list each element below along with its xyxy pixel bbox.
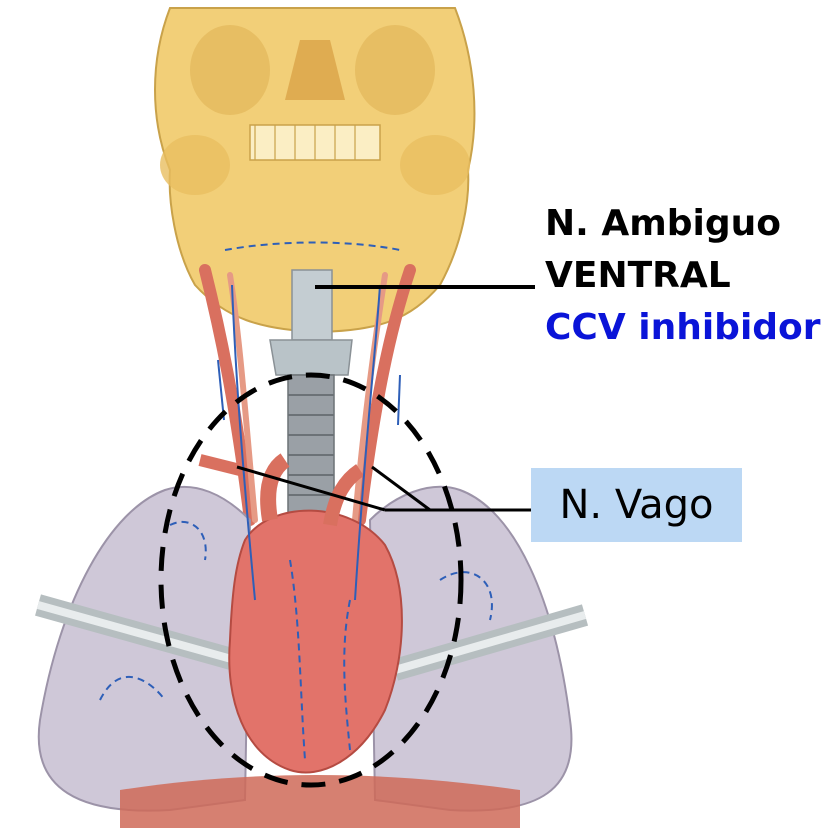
nerve-label-box: N. Vago — [531, 468, 742, 542]
nucleus-name-label: N. Ambiguo — [545, 206, 781, 242]
function-label: CCV inhibidor — [545, 310, 821, 346]
nucleus-position-label: VENTRAL — [545, 258, 731, 294]
nerve-label: N. Vago — [560, 482, 714, 528]
